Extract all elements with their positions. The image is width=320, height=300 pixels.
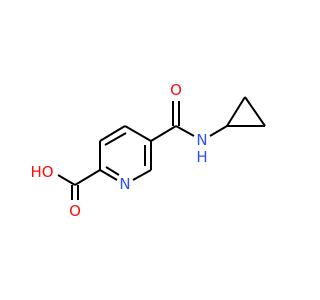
oxygen-atom-amide: O xyxy=(170,81,182,99)
nitrogen-atom-amide: N xyxy=(196,131,207,149)
oxygen-atom-carbonyl: O xyxy=(69,202,81,220)
pyridine-ring xyxy=(99,125,152,181)
bond-cacid-oh xyxy=(57,174,76,186)
bond-c2-cacid xyxy=(74,169,101,186)
bond-c4-c3-inner xyxy=(104,132,127,146)
carboxylic-acid-group xyxy=(57,169,101,200)
bond-c2-n1-inner xyxy=(105,166,120,176)
bond-cp2-cp3 xyxy=(244,96,266,127)
bond-camide-n xyxy=(175,125,195,137)
bond-c2-n1 xyxy=(99,169,118,181)
bond-c5-c4 xyxy=(124,125,152,142)
bond-c4-c3 xyxy=(99,125,126,142)
molecule-structure-diagram: O N H N HO O xyxy=(30,81,266,220)
hydroxyl-group: HO xyxy=(30,163,53,181)
cyclopropyl-ring xyxy=(226,96,266,127)
bond-n1-c6 xyxy=(132,169,152,181)
nitrogen-hydrogen-label: H xyxy=(196,148,207,166)
bond-cp1-cp2 xyxy=(226,96,246,127)
amide-group xyxy=(150,101,228,142)
bond-n-ccp xyxy=(209,125,228,137)
bond-c5-camide xyxy=(150,125,177,142)
nitrogen-atom-pyridine: N xyxy=(119,175,130,193)
